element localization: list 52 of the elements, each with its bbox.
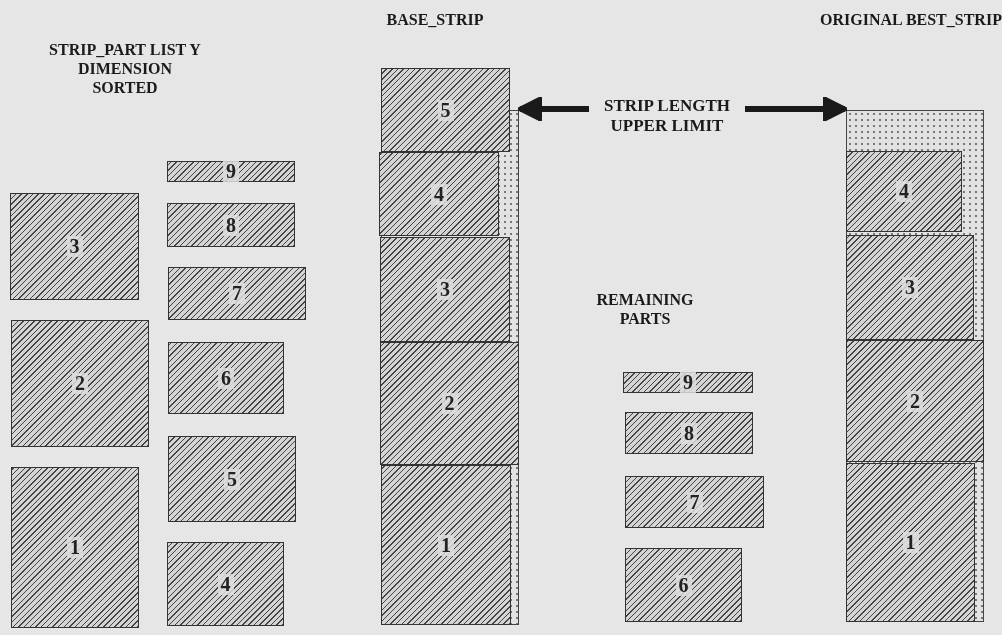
section-heading: ORIGINAL BEST_STRIP <box>820 10 1002 30</box>
part-number: 7 <box>686 491 703 513</box>
part-number: 1 <box>902 532 919 553</box>
part-number: 9 <box>223 161 239 182</box>
section-heading: STRIP_PART LIST Y DIMENSION SORTED <box>48 40 202 98</box>
hatched-part-box <box>11 467 139 628</box>
hatched-part-box <box>167 203 295 247</box>
part-number: 8 <box>681 422 697 444</box>
part-number: 4 <box>431 183 447 205</box>
part-number: 1 <box>67 537 83 558</box>
part-number: 3 <box>437 279 453 300</box>
hatched-part-box <box>846 151 962 232</box>
hatched-part-box <box>380 342 519 465</box>
part-number: 2 <box>72 373 88 394</box>
hatched-part-box <box>10 193 139 300</box>
hatched-part-box <box>168 267 306 320</box>
hatched-part-box <box>625 412 753 454</box>
limit-label: STRIP LENGTH UPPER LIMIT <box>602 96 732 136</box>
part-number: 8 <box>223 214 239 236</box>
arrow <box>516 95 589 123</box>
hatched-part-box <box>381 68 510 152</box>
part-number: 7 <box>229 283 245 304</box>
hatched-part-box <box>846 340 984 462</box>
part-number: 2 <box>441 393 458 414</box>
section-heading: REMAINING PARTS <box>595 290 695 329</box>
part-number: 3 <box>902 277 918 298</box>
section-heading: BASE_STRIP <box>385 10 485 30</box>
hatched-part-box <box>625 476 764 528</box>
part-number: 2 <box>907 390 923 412</box>
part-number: 3 <box>66 236 83 257</box>
part-number: 1 <box>438 534 454 556</box>
hatched-part-box <box>846 463 975 622</box>
hatched-part-box <box>623 372 753 393</box>
hatched-part-box <box>379 152 499 236</box>
hatched-part-box <box>168 342 284 414</box>
dotted-strip-area <box>846 110 984 622</box>
part-number: 5 <box>437 99 454 121</box>
hatched-part-box <box>625 548 742 622</box>
hatched-part-box <box>168 436 296 522</box>
part-number: 4 <box>896 181 912 202</box>
part-number: 6 <box>218 367 234 389</box>
arrow <box>745 95 849 123</box>
hatched-part-box <box>11 320 149 447</box>
part-number: 4 <box>217 573 234 595</box>
hatched-part-box <box>381 465 511 625</box>
part-number: 6 <box>675 574 692 596</box>
part-number: 9 <box>680 372 696 393</box>
hatched-part-box <box>380 237 510 342</box>
part-number: 5 <box>224 468 240 490</box>
hatched-part-box <box>167 542 284 626</box>
hatched-part-box <box>167 161 295 182</box>
hatched-part-box <box>846 235 974 340</box>
